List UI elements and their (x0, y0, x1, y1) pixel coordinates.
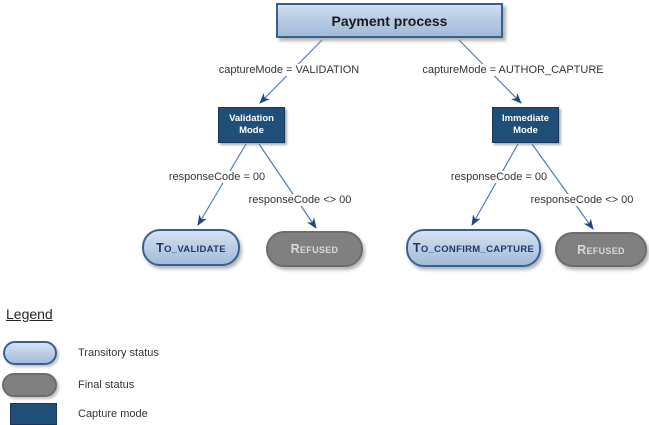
node-refused-immediate: REFUSED (555, 232, 647, 267)
edge-label-capture-mode-validation: captureMode = VALIDATION (215, 64, 363, 76)
node-to-confirm-capture-label: TO_CONFIRM_CAPTURE (412, 241, 535, 255)
edge-immediate-to-refused (531, 143, 594, 230)
edge-label-capture-mode-author-capture: captureMode = AUTHOR_CAPTURE (419, 64, 607, 76)
node-to-validate-label: TO_VALIDATE (156, 240, 226, 255)
edge-label-validation-response-ko: responseCode <> 00 (245, 194, 355, 206)
legend-capture-rect-swatch (10, 403, 57, 425)
node-payment-process: Payment process (276, 3, 503, 38)
edge-label-immediate-response-ok: responseCode = 00 (447, 171, 551, 183)
node-refused-validation: REFUSED (266, 231, 363, 267)
legend-transitory-pill-swatch (3, 341, 57, 365)
edge-validation-to-refused (258, 143, 317, 229)
node-refused-validation-label: REFUSED (290, 242, 339, 256)
edge-label-immediate-response-ko: responseCode <> 00 (527, 194, 637, 206)
edge-label-validation-response-ok: responseCode = 00 (165, 171, 269, 183)
edge-immediate-to-to-confirm (471, 143, 519, 226)
legend-final-pill-swatch (2, 373, 57, 397)
node-validation-mode: Validation Mode (218, 107, 285, 143)
legend-final-label: Final status (78, 379, 135, 391)
legend-title: Legend (6, 306, 53, 322)
edge-validation-to-to-validate (197, 143, 247, 226)
legend-transitory-label: Transitory status (78, 347, 159, 359)
node-to-validate: TO_VALIDATE (142, 229, 240, 266)
node-immediate-mode: Immediate Mode (492, 107, 559, 143)
node-refused-immediate-label: REFUSED (577, 242, 625, 257)
legend-capture-label: Capture mode (78, 408, 148, 420)
node-to-confirm-capture: TO_CONFIRM_CAPTURE (406, 229, 541, 267)
